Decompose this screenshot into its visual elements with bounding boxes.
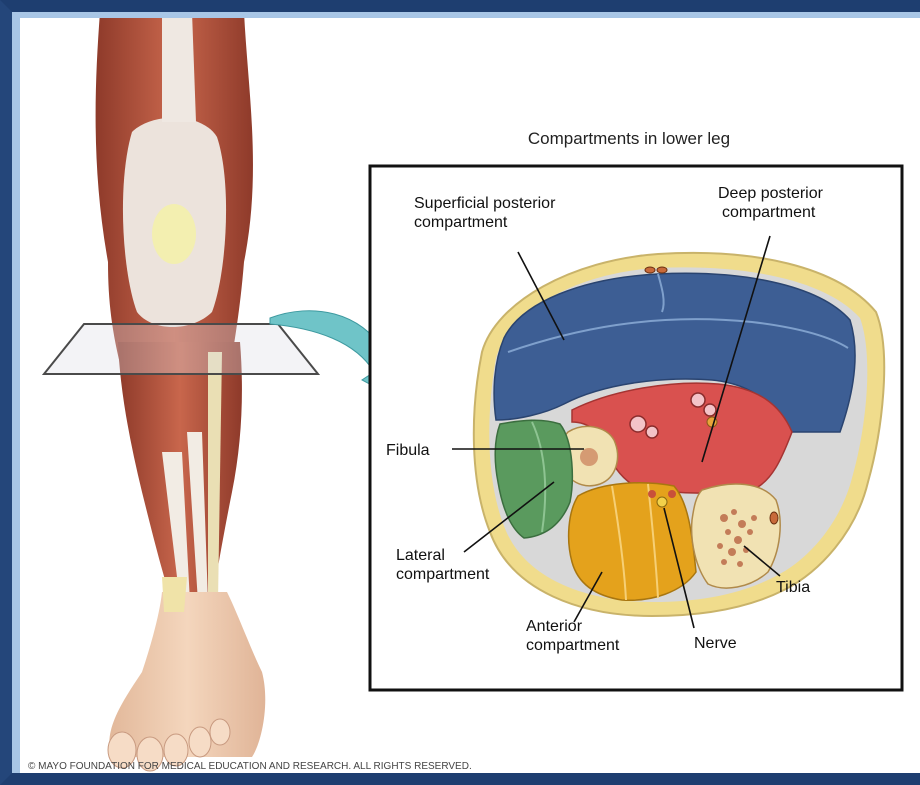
anterior-vessel-2 <box>668 490 676 498</box>
label-tibia: Tibia <box>776 579 810 596</box>
anterior-vessel-1 <box>648 490 656 498</box>
leg-compartments-diagram: Compartments in lower leg <box>12 12 920 773</box>
quad-tendon <box>162 12 196 122</box>
cross-section-plane <box>44 324 318 374</box>
label-fibula: Fibula <box>386 442 430 459</box>
ankle-bone <box>162 577 187 612</box>
diagram-title: Compartments in lower leg <box>528 129 730 148</box>
cross-section <box>474 253 884 616</box>
tibia-bone <box>692 484 781 588</box>
fibula-marrow <box>580 448 598 466</box>
label-nerve: Nerve <box>694 635 737 652</box>
copyright-notice: © MAYO FOUNDATION FOR MEDICAL EDUCATION … <box>28 761 472 772</box>
leg-illustration <box>44 12 318 771</box>
anterior-region <box>569 483 696 600</box>
patella <box>152 204 196 264</box>
anterior-nerve <box>657 497 667 507</box>
tibia-shaft <box>208 352 222 602</box>
foot <box>109 592 265 757</box>
